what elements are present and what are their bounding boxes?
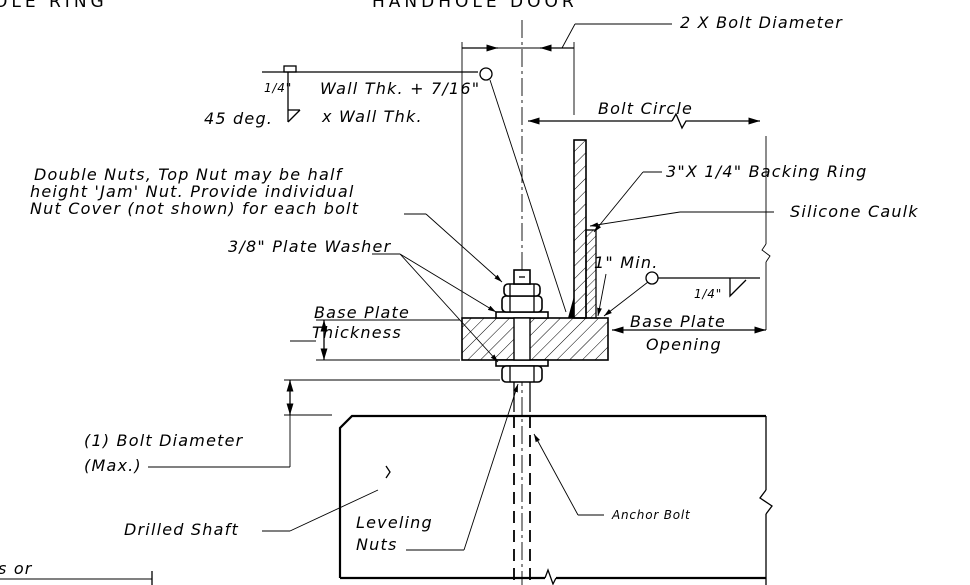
weld-fillet [568,296,574,318]
leveling-nuts [501,365,543,383]
header-left-fragment: OLE RING [0,0,108,12]
label-bottom-left-fragment: s or [0,559,33,578]
plate-washer-top [495,311,549,319]
plate-washer-bottom [495,359,549,367]
label-min-gap: 1" Min. [594,253,659,272]
top-double-nuts [501,269,543,313]
leveling-nuts-callout: Leveling Nuts [356,383,519,554]
label-base-plate-opening-2: Opening [646,335,722,354]
bolt-diameter-dimension: (1) Bolt Diameter (Max.) [84,379,500,475]
label-weld-angle: 45 deg. [204,109,273,128]
label-double-nuts-1: Double Nuts, Top Nut may be half [34,165,344,184]
pole-wall [573,139,587,319]
silicone-caulk-callout: Silicone Caulk [589,202,919,228]
double-nuts-callout: Double Nuts, Top Nut may be half height … [30,165,503,283]
base-plate-opening-dimension: Base Plate Opening [612,312,766,354]
label-leveling-1: Leveling [356,513,433,532]
bolt-shank-plate [513,317,531,361]
label-double-nuts-2: height 'Jam' Nut. Provide individual [30,182,355,201]
plate-washer-callout: 3/8" Plate Washer [228,237,499,363]
label-base-plate-thickness-1: Base Plate [314,303,410,322]
label-backing-ring: 3"X 1/4" Backing Ring [666,162,868,181]
bolt-circle-dimension: Bolt Circle [528,99,771,330]
label-base-plate-thickness-2: Thickness [312,323,402,342]
label-bolt-diameter-1: (1) Bolt Diameter [84,431,244,450]
base-plate-thickness-dimension: Base Plate Thickness [290,303,460,361]
label-double-nuts-3: Nut Cover (not shown) for each bolt [30,199,359,218]
label-fillet-weld: 1/4" [694,287,722,301]
label-drilled-shaft: Drilled Shaft [124,520,239,539]
label-wall-thk-2: x Wall Thk. [321,107,423,126]
backing-ring-callout: 3"X 1/4" Backing Ring [593,162,868,233]
label-wall-thk-1: Wall Thk. + 7/16" [320,79,480,98]
weld-symbol-lower: 1/4" [603,271,760,317]
anchor-bolt-callout: Anchor Bolt [533,433,691,522]
drilled-shaft-callout: Drilled Shaft [124,489,379,539]
min-gap-callout: 1" Min. [594,253,659,317]
label-silicone-caulk: Silicone Caulk [790,202,919,221]
label-bolt-diameter-2: (Max.) [84,456,142,475]
weld-symbol-top: 1/4" 45 deg. Wall Thk. + 7/16" x Wall Th… [204,65,567,313]
backing-ring [585,229,597,319]
label-weld-size: 1/4" [264,81,292,95]
label-leveling-2: Nuts [356,535,398,554]
label-bolt-circle: Bolt Circle [598,99,693,118]
label-base-plate-opening-1: Base Plate [630,312,726,331]
label-anchor-bolt: Anchor Bolt [611,508,691,522]
label-bolt-spacing: 2 X Bolt Diameter [680,13,843,32]
label-plate-washer: 3/8" Plate Washer [228,237,392,256]
drilled-shaft [338,414,773,585]
bolt-spacing-dimension: 2 X Bolt Diameter [461,13,843,330]
header-right-fragment: HANDHOLE DOOR [372,0,578,12]
base-plate [461,317,609,361]
